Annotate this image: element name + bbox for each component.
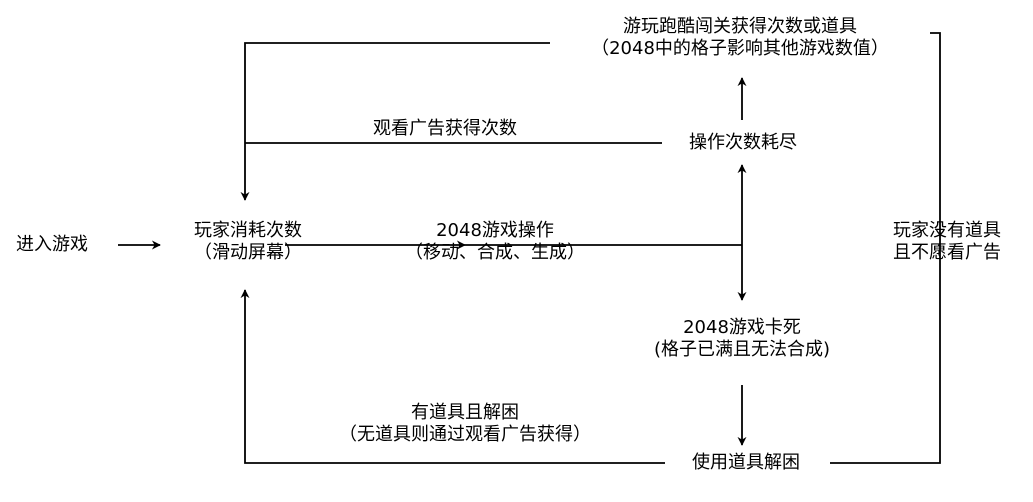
node-enter-game: 进入游戏: [16, 234, 88, 256]
node-use-prop-text: 使用道具解困: [692, 452, 800, 473]
node-game-op: 2048游戏操作 （移动、合成、生成）: [380, 220, 610, 264]
node-parkour: 游玩跑酷闯关获得次数或道具 （2048中的格子影响其他游戏数值）: [550, 16, 930, 60]
node-parkour-line2: （2048中的格子影响其他游戏数值）: [591, 38, 889, 59]
node-parkour-line1: 游玩跑酷闯关获得次数或道具: [623, 16, 857, 37]
edge-label-no-prop-line2: 且不愿看广告: [893, 242, 1001, 263]
edge-label-no-prop-line1: 玩家没有道具: [893, 220, 1001, 241]
node-game-stuck-line2: (格子已满且无法合成): [653, 339, 831, 360]
node-game-op-line1: 2048游戏操作: [436, 220, 554, 241]
edge-label-no-prop: 玩家没有道具 且不愿看广告: [872, 220, 1022, 264]
node-enter-game-text: 进入游戏: [16, 234, 88, 255]
node-game-stuck-line1: 2048游戏卡死: [683, 317, 801, 338]
edge-useprop-to-consume: [240, 289, 665, 464]
node-player-consume-line1: 玩家消耗次数: [194, 220, 302, 241]
node-player-consume: 玩家消耗次数 （滑动屏幕）: [166, 220, 330, 264]
edge-label-watch-ad-text: 观看广告获得次数: [373, 118, 517, 139]
node-player-consume-line2: （滑动屏幕）: [194, 242, 302, 263]
node-game-op-line2: （移动、合成、生成）: [405, 242, 585, 263]
node-use-prop: 使用道具解困: [666, 452, 826, 474]
node-game-stuck: 2048游戏卡死 (格子已满且无法合成): [632, 317, 852, 361]
edge-label-has-prop-line2: （无道具则通过观看广告获得）: [339, 424, 591, 445]
edge-label-has-prop: 有道具且解困 （无道具则通过观看广告获得）: [300, 402, 630, 446]
edge-label-watch-ad: 观看广告获得次数: [340, 118, 550, 140]
node-ops-exhausted: 操作次数耗尽: [668, 132, 818, 154]
node-ops-exhausted-text: 操作次数耗尽: [689, 132, 797, 153]
edge-label-has-prop-line1: 有道具且解困: [411, 402, 519, 423]
edge-parkour-to-consume: [240, 42, 562, 201]
